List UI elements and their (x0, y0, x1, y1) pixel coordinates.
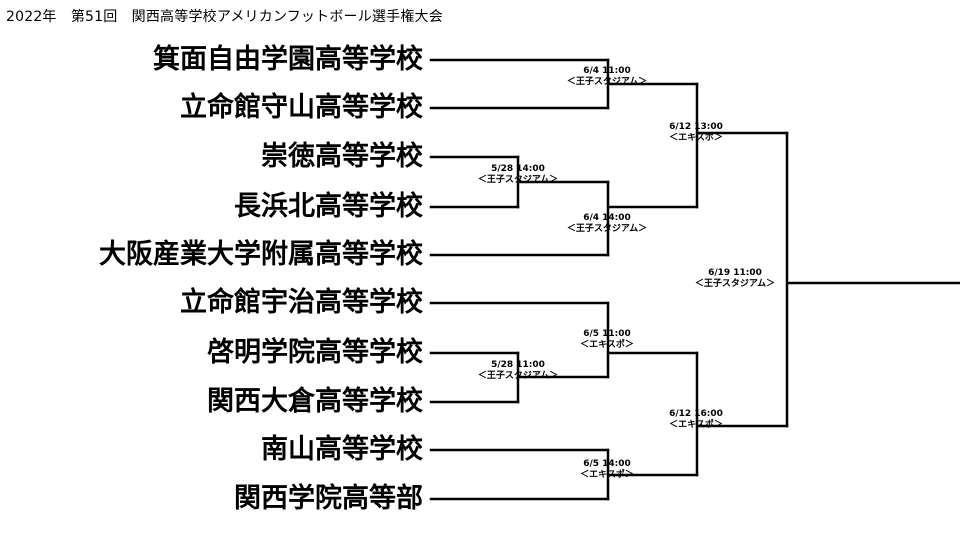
bracket-line (516, 155, 610, 209)
game-venue: ＜エキスポ＞ (669, 133, 723, 143)
game-datetime: 6/5 11:00 (583, 329, 631, 339)
game-label: 6/19 11:00 ＜王子スタジアム＞ (680, 268, 790, 290)
team-name: 関西大倉高等学校 (207, 386, 423, 417)
game-venue: ＜王子スタジアム＞ (566, 77, 648, 87)
game-venue: ＜エキスポ＞ (580, 470, 634, 480)
team-name: 南山高等学校 (261, 434, 423, 465)
bracket-line (606, 301, 699, 379)
game-datetime: 6/12 13:00 (669, 122, 723, 132)
bracket-line (785, 131, 960, 428)
game-label: 6/4 11:00 ＜王子スタジアム＞ (552, 66, 662, 88)
game-datetime: 6/4 11:00 (583, 66, 631, 76)
page-title: 2022年 第51回 関西高等学校アメリカンフットボール選手権大会 (6, 9, 443, 25)
game-label: 6/4 14:00 ＜王子スタジアム＞ (552, 213, 662, 235)
team-name: 関西学院高等部 (234, 483, 423, 514)
game-label: 6/12 13:00 ＜エキスポ＞ (641, 122, 751, 144)
team-name: 立命館宇治高等学校 (180, 287, 423, 318)
game-datetime: 6/4 14:00 (583, 213, 631, 223)
team-name: 崇徳高等学校 (261, 141, 423, 172)
bracket-line (695, 351, 789, 477)
bracket-line (606, 180, 699, 257)
game-datetime: 5/28 11:00 (491, 360, 545, 370)
game-venue: ＜王子スタジアム＞ (566, 224, 648, 234)
bracket-line (516, 351, 610, 404)
bracket-line (695, 82, 789, 209)
game-datetime: 6/12 16:00 (669, 409, 723, 419)
team-name: 箕面自由学園高等学校 (153, 44, 423, 75)
game-venue: ＜王子スタジアム＞ (477, 371, 559, 381)
game-label: 6/12 16:00 ＜エキスポ＞ (641, 409, 751, 431)
game-label: 5/28 14:00 ＜王子スタジアム＞ (463, 164, 573, 186)
team-name: 立命館守山高等学校 (180, 92, 423, 123)
game-label: 6/5 14:00 ＜エキスポ＞ (552, 459, 662, 481)
game-datetime: 5/28 14:00 (491, 164, 545, 174)
game-datetime: 6/19 11:00 (708, 268, 762, 278)
game-venue: ＜王子スタジアム＞ (694, 279, 776, 289)
game-datetime: 6/5 14:00 (583, 459, 631, 469)
game-label: 6/5 11:00 ＜エキスポ＞ (552, 329, 662, 351)
team-name: 啓明学院高等学校 (207, 337, 423, 368)
game-venue: ＜王子スタジアム＞ (477, 175, 559, 185)
bracket-line (606, 58, 699, 110)
bracket-line (606, 448, 699, 501)
game-venue: ＜エキスポ＞ (580, 340, 634, 350)
team-name: 大阪産業大学附属高等学校 (99, 239, 423, 270)
game-venue: ＜エキスポ＞ (669, 420, 723, 430)
game-label: 5/28 11:00 ＜王子スタジアム＞ (463, 360, 573, 382)
team-name: 長浜北高等学校 (234, 191, 423, 222)
